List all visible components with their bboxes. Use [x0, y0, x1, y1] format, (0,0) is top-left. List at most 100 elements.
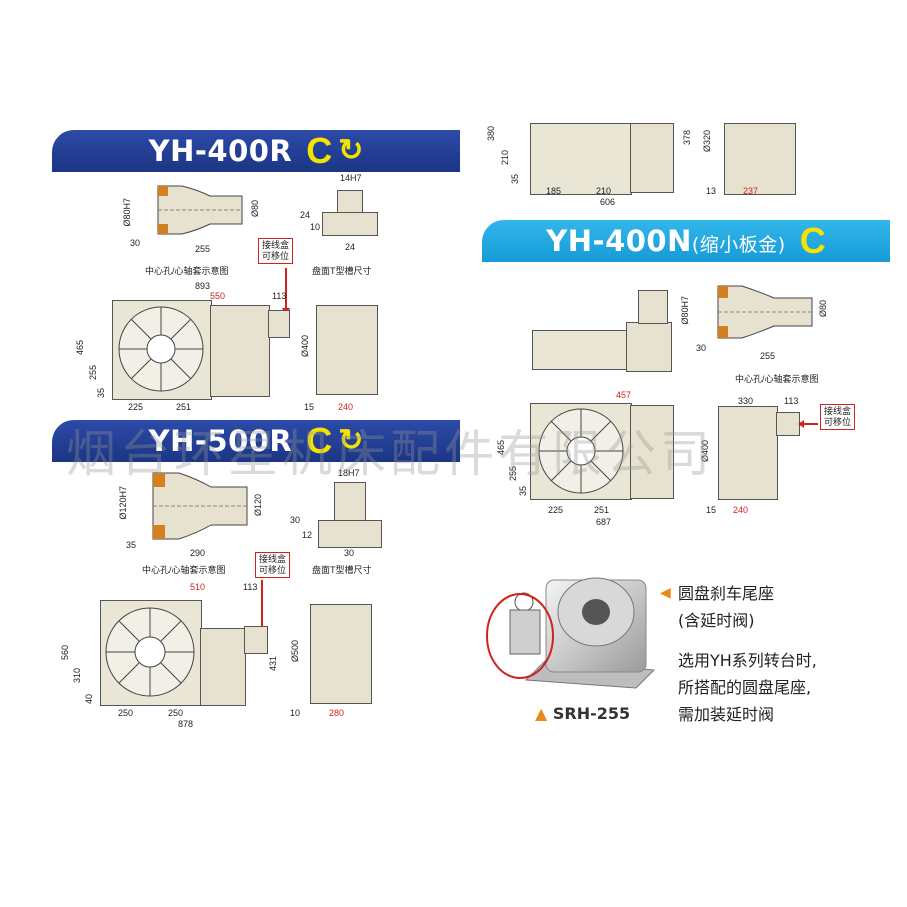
yh500r-motor-housing	[200, 628, 246, 706]
yh400n-front-motor	[626, 322, 672, 372]
yh400n-subtitle: (缩小板金)	[691, 234, 786, 256]
yh500r-bore-d1: 35	[126, 540, 137, 550]
yh400r-dim-h: 465	[75, 340, 85, 356]
yh400r-dim-dia: Ø400	[300, 335, 310, 358]
yh500r-dim-h2: 310	[72, 668, 82, 684]
yh400r-callout: 接线盒 可移位	[258, 238, 294, 264]
rotate-icon: ↻	[338, 424, 364, 457]
clamp-icon: C	[306, 420, 333, 461]
tailstock-arrow-icon: ◀	[660, 585, 671, 601]
yh500r-tslot-lower	[318, 520, 382, 548]
yh500r-bore-d2: 290	[190, 548, 206, 558]
yh400r-tslot-top: 14H7	[340, 173, 362, 183]
yh400n-dim-w2: 251	[594, 505, 610, 515]
yh400r-tslot-caption: 盘面T型槽尺寸	[312, 266, 372, 276]
yh400n-top-side-red: 237	[743, 186, 759, 196]
yh400n-bore-caption: 中心孔/心轴套示意图	[735, 374, 819, 384]
yh500r-tslot-top: 18H7	[338, 468, 360, 478]
tailstock-model-label: SRH-255	[552, 704, 631, 723]
yh400r-tslot-lower	[322, 212, 378, 236]
yh400n-callout: 接线盒 可移位	[820, 404, 856, 430]
yh500r-dim-red-top: 510	[190, 582, 206, 592]
yh400r-bore-d1: 30	[130, 238, 141, 248]
yh400n-top-bottom1: 185	[546, 186, 562, 196]
tailstock-line4: 所搭配的圆盘尾座,	[678, 678, 812, 697]
yh400r-dim-h2: 255	[88, 365, 98, 381]
callout-line1: 接线盒	[259, 554, 287, 564]
yh400n-dim-side1: 15	[706, 505, 717, 515]
yh400r-dim-red-top: 550	[210, 291, 226, 301]
yh400n-dim-side-top1: 330	[738, 396, 754, 406]
tailstock-line5: 需加装延时阀	[678, 705, 775, 724]
yh400n-dim-red-top: 457	[616, 390, 632, 400]
tailstock-line1: 圆盘刹车尾座	[678, 584, 775, 603]
yh500r-dim-w2: 250	[168, 708, 184, 718]
yh500r-dim-side1: 10	[290, 708, 301, 718]
yh400r-dim-side1: 15	[304, 402, 315, 412]
yh400r-dim-total: 893	[195, 281, 211, 291]
rotate-icon: ↻	[338, 134, 364, 167]
yh400n-title: YH-400N	[546, 224, 692, 258]
yh400r-tslot-upper	[337, 190, 363, 214]
clamp-icon: C	[306, 130, 333, 171]
yh400r-tslot-w: 24	[345, 242, 356, 252]
yh500r-banner: YH-500R C ↻	[52, 420, 460, 462]
yh400n-faceplate	[538, 408, 624, 494]
yh400n-motor-housing	[630, 405, 674, 499]
yh400n-top-side1: 13	[706, 186, 717, 196]
yh400r-tslot-h2: 10	[310, 222, 321, 232]
yh400r-faceplate	[118, 306, 204, 392]
yh400n-top-left1: 380	[486, 126, 496, 142]
yh500r-dim-offset: 113	[243, 582, 258, 592]
yh400n-top-motor	[630, 123, 674, 193]
yh400n-top-left3: 35	[510, 174, 520, 185]
yh400r-side-view	[316, 305, 378, 395]
callout-line2: 可移位	[259, 565, 287, 575]
yh400r-dim-w1: 225	[128, 402, 144, 412]
yh500r-bore-caption: 中心孔/心轴套示意图	[142, 565, 226, 575]
yh400r-dim-w2: 251	[176, 402, 192, 412]
yh400r-banner: YH-400R C ↻	[52, 130, 460, 172]
yh400r-bore-dright: Ø80	[250, 200, 260, 218]
yh400n-bore-d1: 30	[696, 343, 707, 353]
yh400n-bore-d2: 255	[760, 351, 776, 361]
yh400r-tslot-h1: 24	[300, 210, 311, 220]
yh400n-dim-side-red: 240	[733, 505, 749, 515]
yh500r-bore-dright: Ø120	[253, 494, 263, 517]
tailstock-line3: 选用YH系列转台时,	[678, 651, 817, 670]
yh500r-dim-dia: Ø500	[290, 640, 300, 663]
yh500r-bore-drawing	[152, 472, 248, 540]
yh500r-dim-h3: 40	[84, 694, 94, 705]
callout-line2: 可移位	[262, 251, 290, 261]
yh400n-dim-side-top2: 113	[784, 396, 799, 406]
yh500r-dim-total: 878	[178, 719, 194, 729]
yh400r-bore-dleft: Ø80H7	[122, 198, 132, 227]
yh500r-bore-dleft: Ø120H7	[118, 486, 128, 520]
yh500r-dim-right-h: 431	[268, 656, 278, 672]
yh400r-dim-h3: 35	[96, 388, 106, 399]
yh400n-top-table	[530, 123, 632, 195]
tailstock-line2: (含延时阀)	[678, 611, 755, 630]
callout-line2: 可移位	[824, 417, 852, 427]
yh500r-tslot-caption: 盘面T型槽尺寸	[312, 565, 372, 575]
yh400n-side-view	[718, 406, 778, 500]
yh400r-bore-d2: 255	[195, 244, 211, 254]
yh500r-tslot-w: 30	[344, 548, 355, 558]
yh500r-tslot-h2: 12	[302, 530, 313, 540]
yh500r-faceplate	[105, 607, 195, 697]
clamp-icon: C	[799, 220, 826, 261]
yh400n-dim-total: 687	[596, 517, 612, 527]
yh400n-front-box	[638, 290, 668, 324]
yh400n-junction-box	[776, 412, 800, 436]
yh500r-dim-h: 560	[60, 645, 70, 661]
yh400n-bore-drawing	[717, 285, 813, 339]
yh400n-front-body	[532, 330, 628, 370]
yh400n-top-side	[724, 123, 796, 195]
yh400n-bore-dleft: Ø80H7	[680, 296, 690, 325]
yh400r-dim-offset: 113	[272, 291, 287, 301]
yh400r-bore-caption: 中心孔/心轴套示意图	[145, 266, 229, 276]
yh500r-tslot-upper	[334, 482, 366, 522]
yh500r-callout: 接线盒 可移位	[255, 552, 291, 578]
yh400r-dim-side-red: 240	[338, 402, 354, 412]
triangle-icon: ▲	[535, 704, 548, 723]
